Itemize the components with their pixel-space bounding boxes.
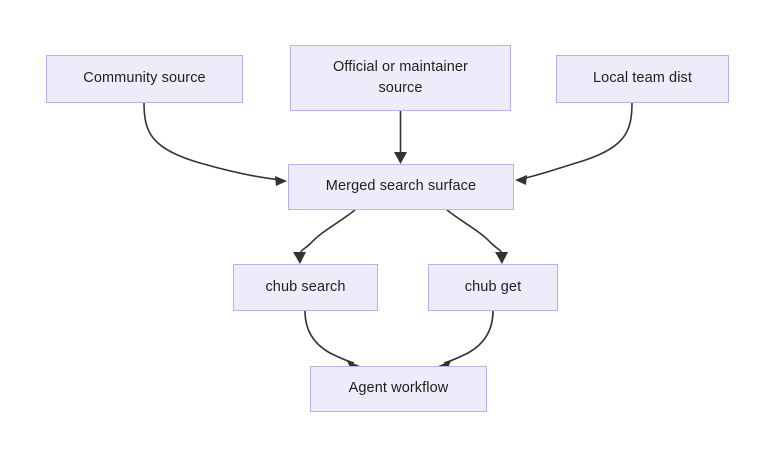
arrowhead-icon <box>394 152 407 164</box>
node-label: Local team dist <box>592 70 693 87</box>
edge-community-to-merged <box>143 102 287 186</box>
node-local-team-dist[interactable]: Local team dist <box>556 55 729 103</box>
node-official-source[interactable]: Official or maintainer source <box>290 45 511 111</box>
node-community-source[interactable]: Community source <box>46 55 243 103</box>
node-chub-get[interactable]: chub get <box>428 264 558 311</box>
node-label: chub search <box>265 278 346 295</box>
arrowhead-icon <box>515 175 527 185</box>
arrowhead-icon <box>495 252 508 264</box>
edge-official-to-merged <box>394 111 407 164</box>
arrowhead-icon <box>293 252 306 264</box>
node-label: Merged search surface <box>325 178 477 195</box>
node-label: chub get <box>464 278 522 295</box>
arrowhead-icon <box>275 176 287 186</box>
node-label: Agent workflow <box>348 380 449 397</box>
edge-local-to-merged <box>515 102 633 185</box>
node-label: Official or maintainer source <box>333 58 468 96</box>
node-label: Community source <box>83 70 206 87</box>
node-chub-search[interactable]: chub search <box>233 264 378 311</box>
node-agent-workflow[interactable]: Agent workflow <box>310 366 487 412</box>
node-merged-search-surface[interactable]: Merged search surface <box>288 164 514 210</box>
edge-merged-to-chub-search <box>293 209 356 264</box>
edge-chub-search-to-agent <box>304 310 360 372</box>
edge-chub-get-to-agent <box>438 310 494 372</box>
edge-merged-to-chub-get <box>446 209 508 264</box>
